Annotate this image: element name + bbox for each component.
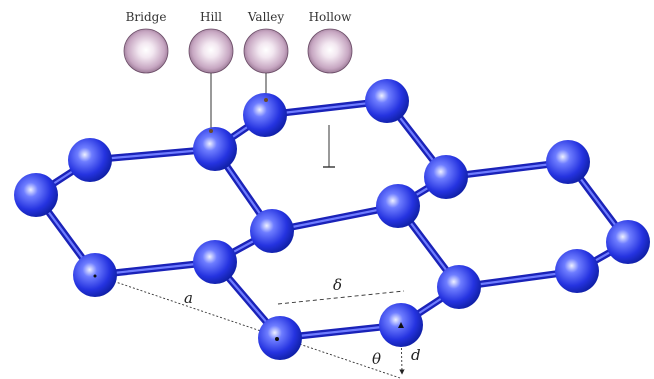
carbon-atom (365, 79, 409, 123)
atom-center-triangle (398, 322, 404, 328)
atom-center-dot (275, 337, 279, 341)
valley-site-dot (264, 98, 268, 102)
carbon-atom (546, 140, 590, 184)
atom-center-dot (93, 274, 97, 278)
carbon-atom (14, 173, 58, 217)
carbon-atom (376, 184, 420, 228)
hill-site-label: Hill (200, 10, 222, 24)
carbon-atom (193, 127, 237, 171)
d-offset-line (399, 327, 405, 375)
carbon-atom (243, 93, 287, 137)
hill-adsorbate-atom (188, 28, 234, 74)
hill-site-dot (209, 129, 213, 133)
hollow-adsorbate-atom (307, 28, 353, 74)
carbon-atom (606, 220, 650, 264)
d-symbol: d (411, 346, 421, 364)
delta-line (277, 290, 405, 305)
delta-symbol: δ (333, 276, 342, 294)
theta-symbol: θ (372, 350, 381, 368)
hollow-site-label: Hollow (309, 10, 353, 24)
lattice-a-line (94, 274, 401, 379)
carbon-atom (555, 249, 599, 293)
carbon-atom (258, 316, 302, 360)
carbon-atom (250, 209, 294, 253)
carbon-atom (68, 138, 112, 182)
bridge-adsorbate-atom (123, 28, 169, 74)
lattice-a-symbol: a (184, 289, 193, 307)
carbon-atom (437, 265, 481, 309)
valley-site-label: Valley (247, 10, 284, 24)
valley-adsorbate-atom (243, 28, 289, 74)
carbon-atom (424, 155, 468, 199)
carbon-atom (193, 240, 237, 284)
bridge-site-label: Bridge (126, 10, 167, 24)
bond-layer (32, 97, 632, 342)
